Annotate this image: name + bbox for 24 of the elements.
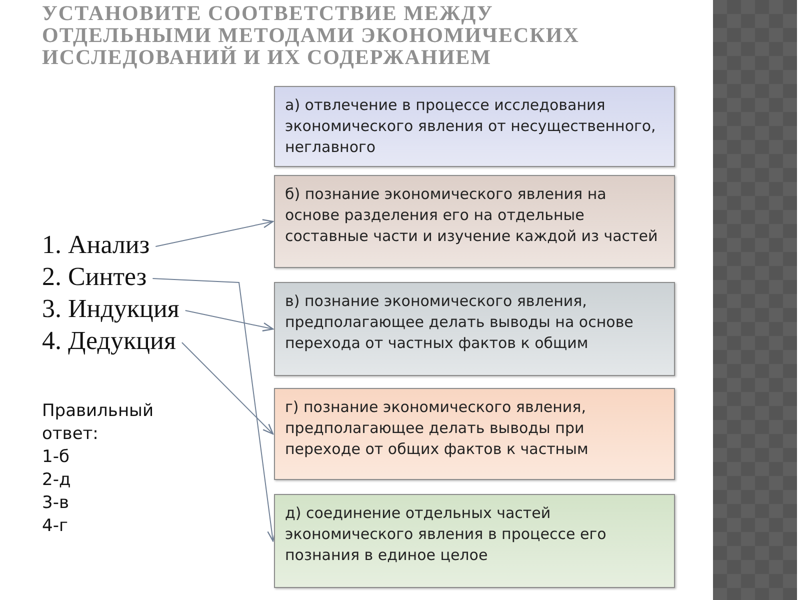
method-item: 1. Анализ [42,230,150,260]
arrow [181,342,274,435]
answer-heading: Правильный ответ: [42,400,155,446]
answer-box [274,175,675,268]
answer-box [274,86,675,167]
arrow [155,219,274,247]
answer-key: 3-в [42,492,69,515]
method-item: 4. Дедукция [42,326,176,356]
answer-box [274,388,675,480]
slide-title: УСТАНОВИТЕ СООТВЕТСТВИЕ МЕЖДУ ОТДЕЛЬНЫМИ МЕТОДАМИ ЭКОНОМИЧЕСКИХ ИССЛЕДОВАНИЙ И ИХ СОДЕРЖАНИЕМ [42,2,580,68]
answer-key: 1-б [42,446,70,469]
arrow [184,310,274,332]
answer-key: 2-д [42,469,71,492]
method-item: 3. Индукция [42,294,180,324]
answer-box [274,282,675,376]
answer-key: 4-г [42,515,68,538]
answer-box [274,494,675,588]
answer-text: д) соединение отдельных частей экономического явления в процессе его познания в единое целое [285,503,608,566]
answer-text: г) познание экономического явления, предполагающее делать выводы при переходе от общих фактов к частным [285,397,590,460]
method-item: 2. Синтез [42,262,147,292]
arrow [152,278,276,542]
answer-text: б) познание экономического явления на основе разделения его на отдельные составные части и изучение каждой из частей [285,184,659,247]
answer-text: а) отвлечение в процессе исследования экономического явления от несущественного, неглавного [285,95,657,158]
answer-text: в) познание экономического явления, предполагающее делать выводы на основе перехода от частных фактов к общим [285,291,634,354]
